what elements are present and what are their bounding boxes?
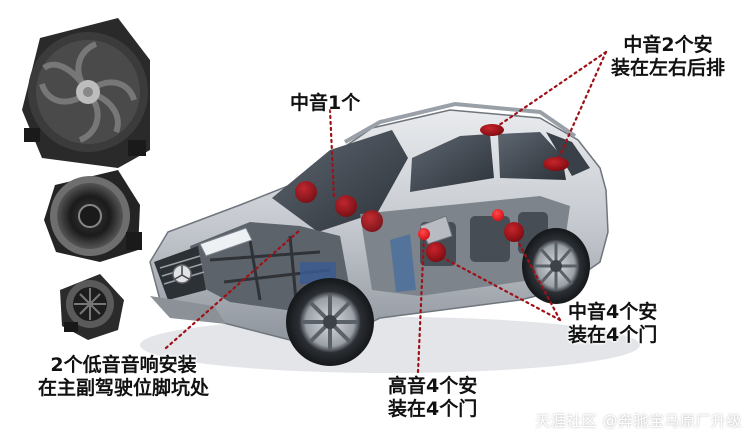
marker-door-mid-rear <box>504 222 524 242</box>
label-woofer-line1: 2个低音音响安装 <box>50 354 197 376</box>
marker-midrange-center <box>335 195 357 217</box>
leader-line-woofer <box>164 228 302 350</box>
windshield <box>272 130 408 232</box>
marker-door-tweeter-front <box>418 228 430 240</box>
rear-quarter-window <box>546 132 590 176</box>
marker-rear-pillar <box>543 157 569 171</box>
label-midrange-doors-line2: 装在4个门 <box>568 324 658 346</box>
marker-midrange-dash <box>295 181 317 203</box>
label-woofer-line2: 在主副驾驶位脚坑处 <box>38 377 210 399</box>
leader-line-midrange-doors <box>434 252 562 322</box>
leader-line-midrange-front <box>328 108 336 198</box>
tweeter-speaker-image <box>60 274 124 340</box>
label-midrange-doors: 中音4个安 装在4个门 <box>568 301 657 347</box>
label-midrange-rear: 中音2个安 装在左右后排 <box>611 34 725 80</box>
front-wheel <box>286 278 374 366</box>
marker-rear-ceiling <box>480 124 504 136</box>
label-tweeter-doors-line2: 装在4个门 <box>388 398 478 420</box>
source-watermark: 天涯社区 @奔驰宝马原厂升级 <box>535 412 742 430</box>
label-midrange-rear-line1: 中音2个安 <box>623 34 713 56</box>
marker-midrange-right <box>361 210 383 232</box>
label-midrange-doors-line1: 中音4个安 <box>568 301 658 323</box>
leader-line-midrange-rear <box>490 50 608 132</box>
woofer-speaker-image <box>22 18 150 168</box>
marker-door-tweeter-rear <box>492 209 504 221</box>
rear-wheel <box>522 228 590 304</box>
leader-line-midrange-rear-2 <box>554 50 608 166</box>
label-midrange-rear-line2: 装在左右后排 <box>611 57 726 79</box>
label-midrange-front: 中音1个 <box>290 92 360 115</box>
leader-line-tweeter-doors <box>416 234 426 374</box>
leader-line-midrange-doors-2 <box>512 232 562 322</box>
marker-door-mid-front <box>426 242 446 262</box>
headlight <box>199 227 253 257</box>
label-tweeter-doors-line1: 高音4个安 <box>388 375 478 397</box>
front-side-window <box>410 134 494 192</box>
label-tweeter-doors: 高音4个安 装在4个门 <box>388 375 477 421</box>
midrange-speaker-image <box>44 170 142 262</box>
label-woofer: 2个低音音响安装 在主副驾驶位脚坑处 <box>38 354 209 400</box>
label-midrange-front-line1: 中音1个 <box>290 92 361 114</box>
